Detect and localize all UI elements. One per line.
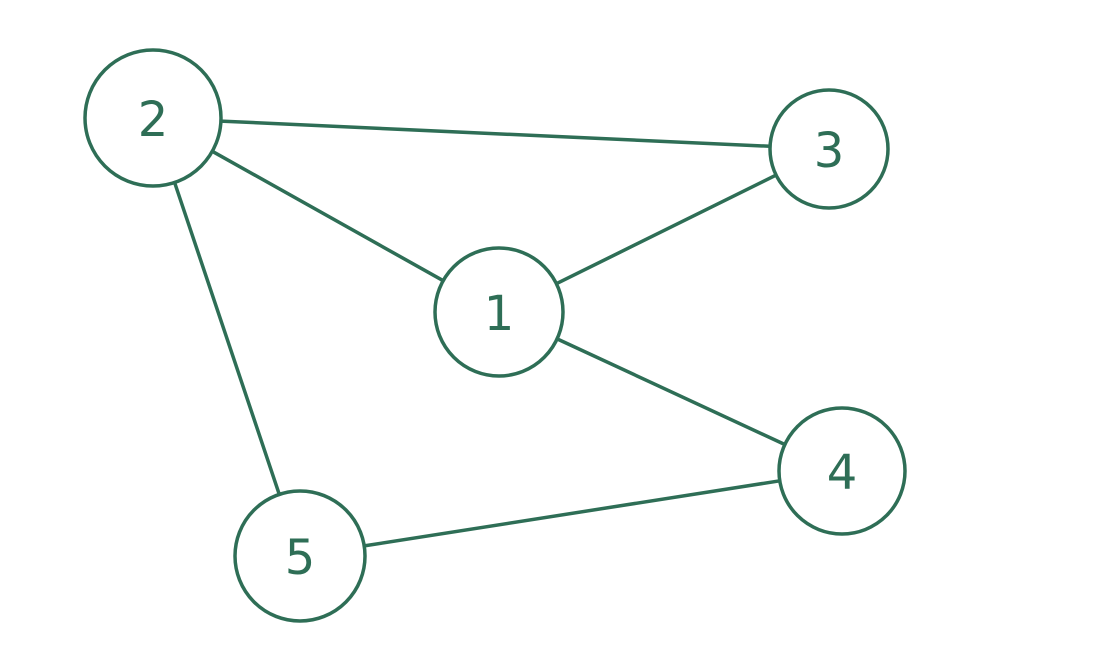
- node-3: 3: [768, 88, 890, 210]
- edge-1-3: [554, 173, 778, 286]
- node-circle-1: [433, 246, 565, 378]
- edge-2-1: [210, 149, 445, 283]
- node-2: 2: [83, 48, 223, 188]
- node-label-4: 4: [827, 445, 858, 501]
- node-circle-3: [768, 88, 890, 210]
- node-1: 1: [433, 246, 565, 378]
- edge-5-4: [362, 479, 782, 548]
- node-circle-5: [233, 489, 367, 623]
- node-label-5: 5: [285, 530, 316, 586]
- node-5: 5: [233, 489, 367, 623]
- node-circle-2: [83, 48, 223, 188]
- edge-2-5: [172, 180, 282, 497]
- edge-2-3: [219, 119, 772, 149]
- nodes-layer: 1 2 3 4 5: [83, 48, 907, 623]
- node-circle-4: [777, 406, 907, 536]
- node-4: 4: [777, 406, 907, 536]
- node-label-2: 2: [138, 92, 169, 148]
- node-label-3: 3: [814, 123, 845, 179]
- edges-layer: [172, 119, 787, 548]
- edge-1-4: [555, 337, 787, 447]
- node-label-1: 1: [484, 286, 515, 342]
